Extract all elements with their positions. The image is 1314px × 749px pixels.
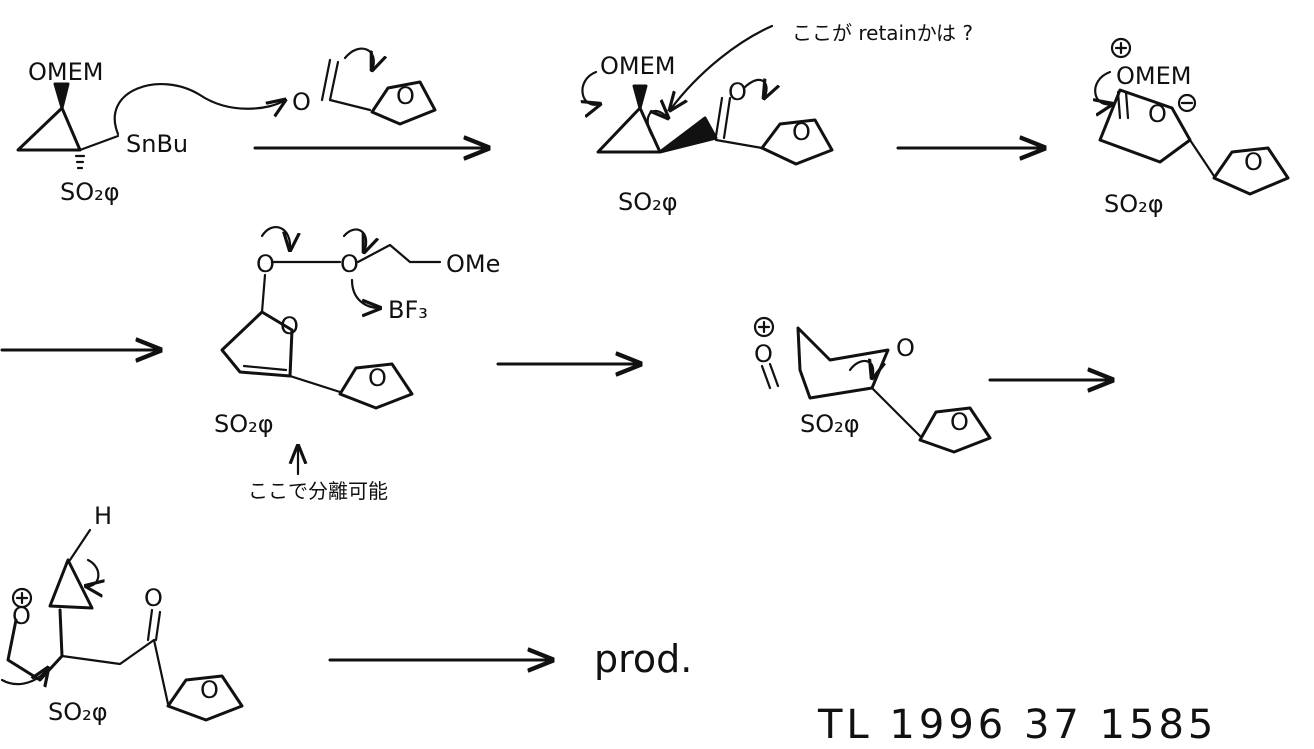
label-o-ring-4: O xyxy=(280,312,299,340)
label-bf3: BF₃ xyxy=(388,296,428,324)
structure-3-oxocarbenium: OMEM O O SO₂φ xyxy=(1095,37,1290,218)
label-omem-3: OMEM xyxy=(1116,62,1191,90)
structure-6-rearrangement: H O O O SO₂φ xyxy=(0,502,244,726)
label-o-3: O xyxy=(1148,100,1167,128)
label-omem-1: OMEM xyxy=(28,58,103,86)
label-o-furan-6: O xyxy=(200,676,219,704)
structure-2-intermediate: OMEM O O SO₂φ xyxy=(582,24,834,216)
label-so2ph-1: SO₂φ xyxy=(60,178,120,206)
structure-1-cyclopropyl-stannane: OMEM SnBu SO₂φ xyxy=(16,58,285,206)
label-o-2: O xyxy=(728,78,747,106)
label-o-5: O xyxy=(896,334,915,362)
label-o-cation-5: O xyxy=(754,340,773,368)
label-o-acyl: O xyxy=(292,88,311,116)
label-omem-2: OMEM xyxy=(600,52,675,80)
label-o-6b: O xyxy=(144,584,163,612)
structure-4-dihydrofuran-bf3: O O OMe BF₃ O O SO₂φ ここで分離可能 xyxy=(214,225,500,503)
structure-acyl-furan: O O xyxy=(292,47,437,126)
label-o-furan-1: O xyxy=(396,82,415,110)
structure-5-bicyclic-cation: O O O SO₂φ xyxy=(753,316,992,454)
label-o-furan-4: O xyxy=(368,364,387,392)
label-so2ph-2: SO₂φ xyxy=(618,188,678,216)
product-label: prod. xyxy=(594,637,692,681)
label-snbu: SnBu xyxy=(126,130,188,158)
label-o-furan-5: O xyxy=(950,408,969,436)
label-h: H xyxy=(94,502,112,530)
label-ome: OMe xyxy=(446,250,500,278)
citation: TL 1996 37 1585 xyxy=(817,702,1217,748)
label-o-furan-2: O xyxy=(792,118,811,146)
label-o-4a: O xyxy=(256,250,275,278)
label-so2ph-3: SO₂φ xyxy=(1104,190,1164,218)
label-so2ph-6: SO₂φ xyxy=(48,698,108,726)
note-separable: ここで分離可能 xyxy=(248,479,388,503)
label-so2ph-4: SO₂φ xyxy=(214,410,274,438)
label-o-furan-3: O xyxy=(1244,148,1263,176)
label-so2ph-5: SO₂φ xyxy=(800,410,860,438)
label-o-4b: O xyxy=(340,250,359,278)
note-retain-question: ここが retainかは ? xyxy=(792,21,973,45)
